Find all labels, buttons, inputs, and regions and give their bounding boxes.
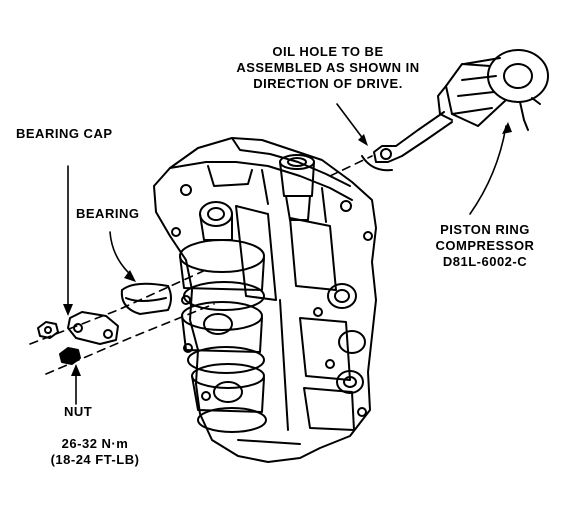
- rod-end-cap: [361, 155, 393, 172]
- nut-label: NUT: [64, 404, 93, 419]
- bearing-label: BEARING: [76, 206, 140, 221]
- piston-ring-label-line2: COMPRESSOR: [435, 238, 535, 253]
- nut-lower: [59, 347, 81, 365]
- oil-hole-note-line1: OIL HOLE TO BE: [272, 44, 384, 59]
- piston-ring-label-line3: D81L-6002-C: [442, 254, 528, 269]
- arrowheads: [63, 122, 512, 376]
- torque-spec-metric: 26-32 N·m: [61, 436, 129, 451]
- bearing-cap: [67, 311, 119, 345]
- engine-block: [153, 137, 377, 463]
- piston-ring-compressor-label: PISTON RING COMPRESSOR D81L-6002-C: [410, 222, 560, 270]
- torque-spec-imperial: (18-24 FT-LB): [50, 452, 140, 467]
- oil-hole-note: OIL HOLE TO BE ASSEMBLED AS SHOWN IN DIR…: [208, 44, 448, 92]
- assembly-lines: [29, 155, 373, 375]
- oil-hole-note-line3: DIRECTION OF DRIVE.: [253, 76, 403, 91]
- oil-hole-note-line2: ASSEMBLED AS SHOWN IN: [236, 60, 420, 75]
- torque-spec: 26-32 N·m (18-24 FT-LB): [20, 436, 170, 468]
- connecting-rod: [373, 111, 453, 163]
- bearing-shell: [120, 282, 172, 315]
- bearing-cap-label: BEARING CAP: [16, 126, 113, 141]
- nut-upper: [37, 321, 59, 339]
- piston-ring-compressor: [437, 49, 549, 131]
- piston-ring-label-line1: PISTON RING: [440, 222, 530, 237]
